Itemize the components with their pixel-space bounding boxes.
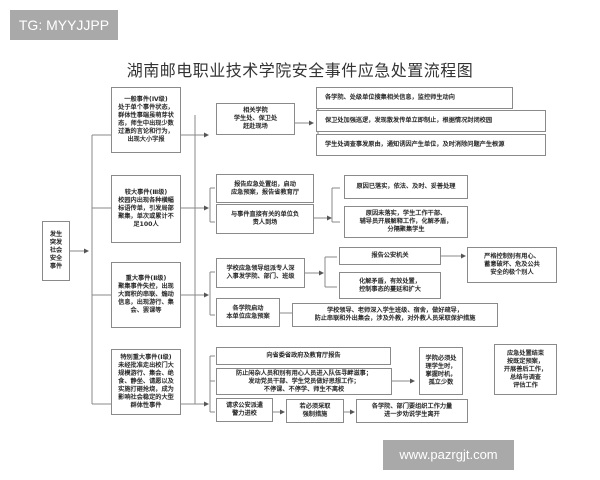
l1-action-2-text: 防止闲杂人员和别有用心人员进入队伍寻衅滋事； 发动党员干部、学生党员做好思想工作… — [235, 369, 373, 393]
l3-outcome-1-text: 原因已落实，依法、及时、妥善处理 — [356, 183, 456, 190]
l1-action-2: 防止闲杂人员和别有用心人员进入队伍寻衅滋事； 发动党员干部、学生党员做好思想工作… — [216, 368, 392, 395]
level-4-label: 一般事件(Ⅳ级) 处于单个事件状态， 群体性事端虽萌芽状 态，师生中出现少数 过… — [118, 96, 174, 143]
root-event-box: 发生 突发 社会 安全 事件 — [42, 221, 70, 281]
l3-action-2: 与事件直接有关的单位负 责人到场 — [216, 204, 314, 234]
l1-action-3: 请求公安派遣 警力进校 — [216, 398, 273, 422]
l1-chain-1: 若必须采取 强制措施 — [286, 399, 344, 423]
l3-outcome-2-text: 原因未落实，学生工作干部、 辅导员开展解释工作，化解矛盾， 分隔聚集学生 — [359, 210, 453, 233]
level-1-label: 特别重大事件(Ⅰ级) 未经批准走出校门大 规模游行、集会、绝 食、静坐、请愿以及… — [118, 354, 174, 409]
root-event-label: 发生 突发 社会 安全 事件 — [49, 231, 63, 270]
level-4-box: 一般事件(Ⅳ级) 处于单个事件状态， 群体性事端虽萌芽状 态，师生中出现少数 过… — [111, 87, 181, 153]
l3-outcome-2: 原因未落实，学生工作干部、 辅导员开展解释工作，化解矛盾， 分隔聚集学生 — [344, 206, 468, 238]
l4-outcome-2-text: 保卫处加强巡逻，发现散发传单立即制止，根据情况封闭校园 — [325, 117, 493, 124]
l3-action-1-text: 报告应急处置组，启动 应急预案，报告省教育厅 — [230, 180, 300, 196]
l2-outcome-2-text: 化解矛盾，有效处置， 控制事态的蔓延和扩大 — [359, 277, 421, 293]
l2-action-2-text: 各学院启动 本单位应急预案 — [226, 304, 270, 320]
l4-action-box: 相关学院 学生处、保卫处 赶赴现场 — [216, 103, 295, 135]
l3-outcome-1: 原因已落实，依法、及时、妥善处理 — [344, 175, 468, 199]
l1-chain-2-text: 各学院、部门要组织工作力量 进一步劝说学生离开 — [371, 403, 453, 418]
level-3-label: 较大事件(Ⅲ级) 校园内出现各种横幅 标语传单，引发局部 聚集，单次或累计不 足… — [118, 189, 174, 228]
l2-outcome-1-text: 报告公安机关 — [371, 252, 409, 259]
l1-outcome-text: 学院必须处 理学生时， 掌握时机， 孤立少数 — [425, 355, 457, 386]
conclusion-box: 应急处置结束 按既定预案， 开展善后工作， 总结与调查 评估工作 — [494, 344, 557, 395]
conclusion-text: 应急处置结束 按既定预案， 开展善后工作， 总结与调查 评估工作 — [503, 349, 548, 389]
l4-action-text: 相关学院 学生处、保卫处 赶赴现场 — [233, 107, 278, 130]
l1-action-3-text: 请求公安派遣 警力进校 — [225, 402, 264, 417]
watermark-bottom-right: www.pazrgjt.com — [383, 440, 514, 470]
l2-outcome-3-text: 学校领导、老师深入学生班级、宿舍，做好疏导， 防止串联和外出集会，涉及外教，对外… — [314, 307, 476, 322]
level-1-box: 特别重大事件(Ⅰ级) 未经批准走出校门大 规模游行、集会、绝 食、静坐、请愿以及… — [111, 349, 181, 415]
level-2-box: 重大事件(Ⅱ级) 聚集事件失控，出现 大面积的串联、煽动 信息，出现游行、集 会… — [111, 262, 181, 328]
level-2-label: 重大事件(Ⅱ级) 聚集事件失控，出现 大面积的串联、煽动 信息，出现游行、集 会… — [118, 275, 174, 314]
l4-outcome-1: 各学院、处级单位搜集相关信息，监控师生动向 — [316, 87, 513, 109]
l2-outcome-1: 报告公安机关 — [339, 247, 441, 265]
l2-outcome-3: 学校领导、老师深入学生班级、宿舍，做好疏导， 防止串联和外出集会，涉及外教，对外… — [292, 303, 498, 327]
l1-chain-1-text: 若必须采取 强制措施 — [299, 403, 331, 418]
l3-action-2-text: 与事件直接有关的单位负 责人到场 — [230, 211, 300, 226]
l1-outcome-box: 学院必须处 理学生时， 掌握时机， 孤立少数 — [419, 347, 463, 395]
l4-outcome-2: 保卫处加强巡逻，发现散发传单立即制止，根据情况封闭校园 — [316, 110, 546, 132]
l2-outcome-2: 化解矛盾，有效处置， 控制事态的蔓延和扩大 — [339, 272, 441, 299]
l1-action-1-text: 向省委省政府及教育厅报告 — [266, 352, 341, 359]
watermark-top-left: TG: MYYJJPP — [10, 10, 118, 40]
l1-chain-2: 各学院、部门要组织工作力量 进一步劝说学生离开 — [356, 399, 468, 423]
l2-final-text: 严格控制别有用心、 蓄意破坏、危及公共 安全的极个别人 — [484, 253, 540, 276]
l2-action-2: 各学院启动 本单位应急预案 — [216, 298, 280, 327]
l3-action-1: 报告应急处置组，启动 应急预案，报告省教育厅 — [216, 174, 314, 203]
l4-outcome-3-text: 学生处调查事发原由，通知诱因产生单位，及时消除问题产生根源 — [325, 141, 505, 148]
level-3-box: 重大事件(Ⅱ级) 聚集事件失控，出现 大面积的串联、煽动 信息，出现游行、集 会… — [111, 175, 181, 243]
l2-action-1: 学校应急领导组派专人深 入事发学院、部门、班级 — [216, 258, 305, 288]
l4-outcome-3: 学生处调查事发原由，通知诱因产生单位，及时消除问题产生根源 — [316, 134, 546, 156]
l2-action-1-text: 学校应急领导组派专人深 入事发学院、部门、班级 — [226, 265, 295, 280]
l1-action-1: 向省委省政府及教育厅报告 — [216, 347, 391, 365]
l4-outcome-1-text: 各学院、处级单位搜集相关信息，监控师生动向 — [325, 94, 455, 101]
page-title: 湖南邮电职业技术学院安全事件应急处置流程图 — [126, 61, 474, 80]
l2-final-box: 严格控制别有用心、 蓄意破坏、危及公共 安全的极个别人 — [467, 247, 557, 283]
